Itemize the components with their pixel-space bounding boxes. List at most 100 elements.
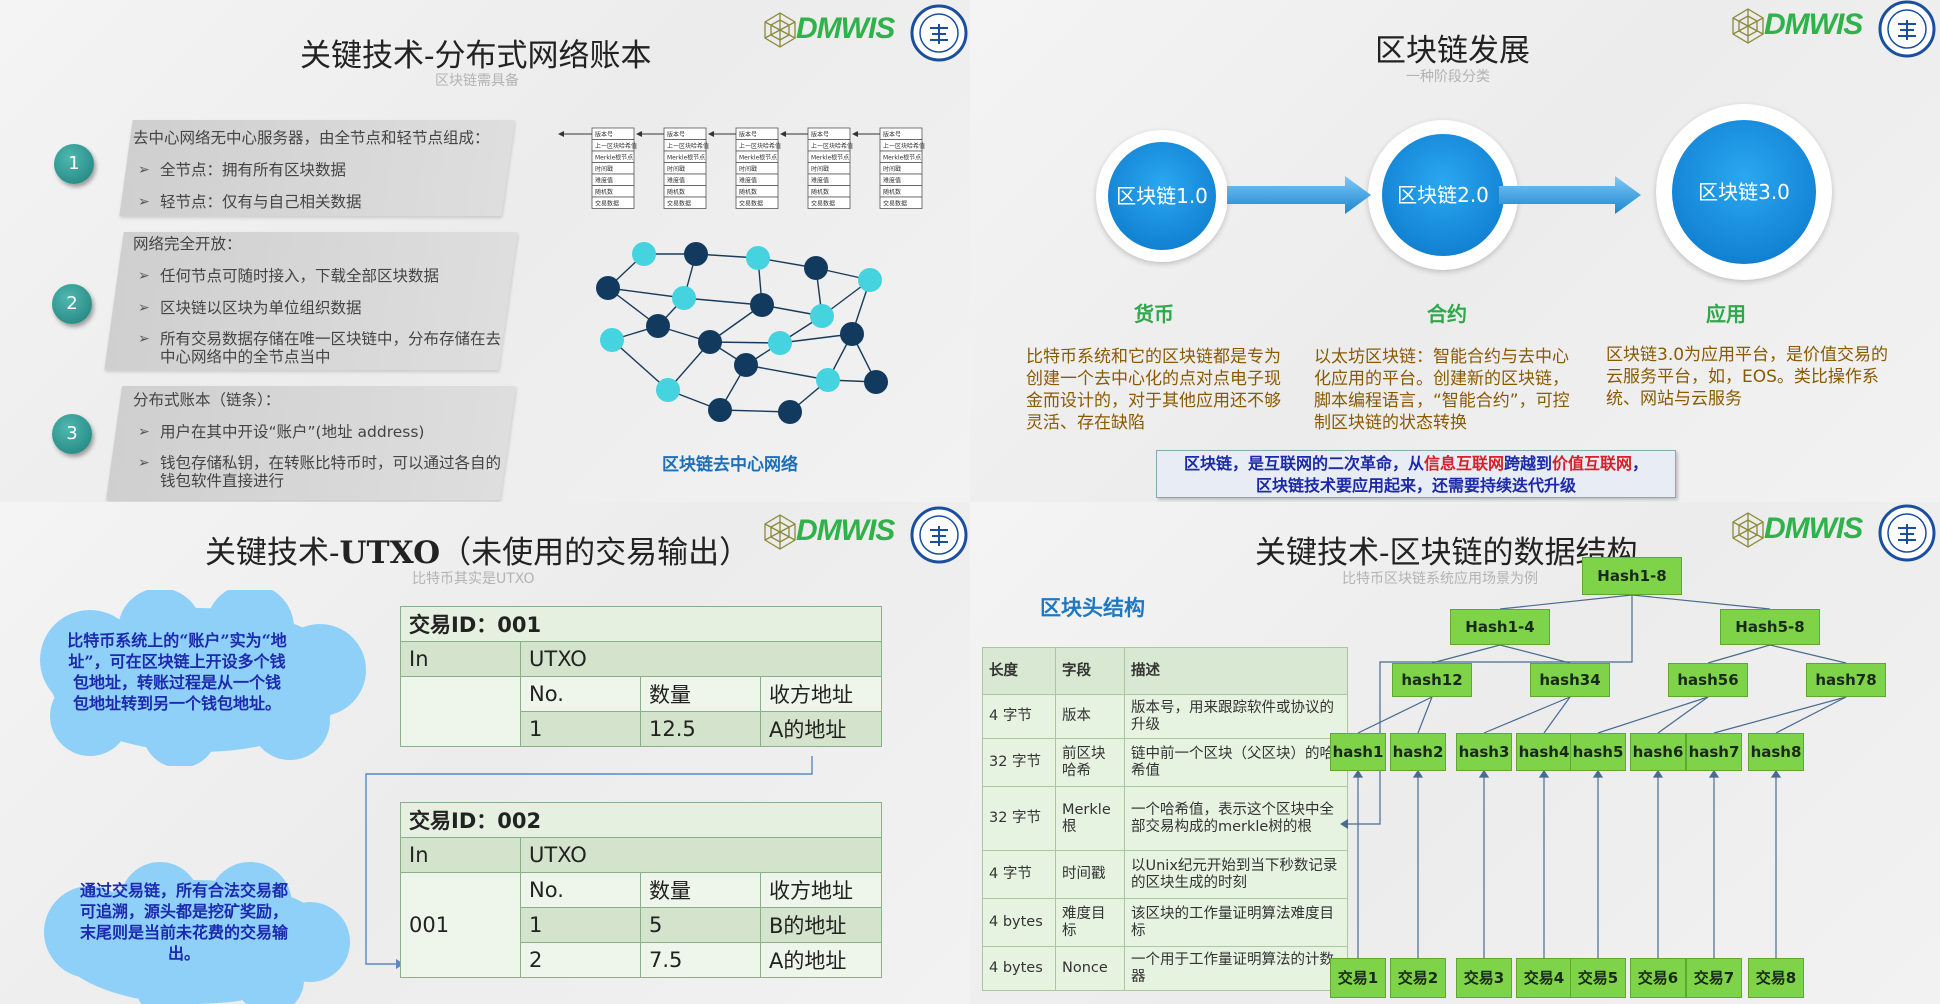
tx-in-label: In [400, 837, 521, 873]
university-seal-icon [1878, 504, 1936, 562]
info-heading-2: 网络完全开放： [133, 235, 242, 253]
network-node [750, 293, 774, 317]
stage-label-2: 合约 [1427, 302, 1467, 326]
slide-title: 区块链发展 [1375, 33, 1530, 69]
web-icon [764, 12, 796, 48]
blockchain-diagram: 版本号上一区块哈希值Merkle根节点时间戳难度值随机数交易数据版本号上一区块哈… [558, 127, 925, 209]
tx-utxo-label: UTXO [520, 837, 882, 873]
block-field-label: 难度值 [811, 177, 829, 185]
transaction-leaf: 交易6 [1630, 958, 1686, 998]
table-row: 4 字节版本版本号，用来跟踪软件或协议的升级 [982, 694, 1348, 739]
transaction-leaf: 交易4 [1516, 958, 1572, 998]
transaction-leaf: 交易5 [1570, 958, 1626, 998]
block-field-label: 版本号 [595, 131, 613, 139]
block-field-label: 随机数 [667, 188, 685, 196]
slide-title: 关键技术-区块链的数据结构 [1255, 535, 1638, 571]
network-node [840, 322, 864, 346]
tx-id: 交易ID：001 [400, 606, 882, 642]
tx-cell: 2 [520, 942, 641, 978]
slide-blockchain-development: 区块链发展 一种阶段分类 DMWIS 区块链1.0 区块链2.0 区块链3.0 … [970, 0, 1940, 502]
stage-circle-label: 区块链3.0 [1672, 120, 1816, 264]
merkle-node: hash2 [1390, 733, 1446, 771]
transaction-leaf: 交易1 [1330, 958, 1386, 998]
web-icon [1732, 8, 1764, 44]
tx-in-label: In [400, 641, 521, 677]
block-field-label: 随机数 [811, 188, 829, 196]
web-icon [1732, 512, 1764, 548]
arrow-right-icon [1499, 176, 1641, 214]
stage-circle-3: 区块链3.0 [1656, 104, 1832, 280]
table-cell: 32 字节 [982, 738, 1056, 787]
info-heading-1: 去中心网络无中心服务器，由全节点和轻节点组成： [133, 129, 490, 147]
network-node [864, 370, 888, 394]
table-cell: Nonce [1055, 946, 1125, 991]
tx-id: 交易ID：002 [400, 802, 882, 838]
table-cell: 时间戳 [1055, 850, 1125, 899]
block-field-label: Merkle根节点 [667, 154, 705, 162]
stage-desc-2: 以太坊区块链：智能合约与去中心化应用的平台。创建新的区块链，脚本编程语言，“智能… [1314, 347, 1570, 433]
block-field-label: 时间戳 [883, 165, 901, 173]
network-node [746, 246, 770, 270]
tx-cell: 7.5 [640, 942, 761, 978]
decentralized-network-diagram [596, 242, 888, 424]
merkle-node: hash34 [1530, 663, 1610, 697]
slide-title: 关键技术-分布式网络账本 [300, 38, 652, 74]
block-field-label: 难度值 [883, 177, 901, 185]
arrow-left-icon [708, 131, 714, 137]
arrow-up-icon [1478, 769, 1490, 778]
arrow-up-icon [1770, 769, 1782, 778]
banner-text: 跨越到 [1503, 454, 1552, 473]
slide-subtitle: 比特币区块链系统应用场景为例 [1342, 571, 1538, 587]
arrow-up-icon [1592, 769, 1604, 778]
tx-cell: 5 [640, 907, 761, 943]
info-bullet: 区块链以区块为单位组织数据 [138, 298, 501, 318]
arrow-up-icon [1708, 769, 1720, 778]
table-cell: Merkle根 [1055, 786, 1125, 851]
cloud-text-2: 通过交易链，所有合法交易都可追溯，源头都是挖矿奖励，末尾则是当前未花费的交易输出… [79, 881, 288, 963]
merkle-node: hash8 [1748, 733, 1804, 771]
block-field-label: 时间戳 [811, 165, 829, 173]
merkle-node: hash1 [1330, 733, 1386, 771]
table-cell: 4 字节 [982, 850, 1056, 899]
stage-circle-2: 区块链2.0 [1368, 120, 1518, 270]
merkle-node: hash3 [1456, 733, 1512, 771]
merkle-node: Hash1-4 [1450, 609, 1550, 645]
stage-desc-3: 区块链3.0为应用平台，是价值交易的云服务平台，如，EOS。类比操作系统、网站与… [1606, 345, 1889, 409]
merkle-node: hash7 [1686, 733, 1742, 771]
info-bullet: 钱包存储私钥，在转账比特币时，可以通过各自的钱包软件直接进行 [138, 454, 501, 490]
table-row: 32 字节前区块哈希链中前一个区块（父区块）的哈希值 [982, 738, 1348, 787]
web-icon [764, 514, 796, 550]
info-bullet: 轻节点：仅有与自己相关数据 [138, 192, 503, 212]
block-field-label: 上一区块哈希值 [595, 142, 637, 150]
slide-title: 关键技术-UTXO（未使用的交易输出） [205, 535, 751, 571]
slide-utxo: 关键技术-UTXO（未使用的交易输出） 比特币其实是UTXO DMWIS 比特币… [0, 502, 970, 1004]
stage-label-3: 应用 [1706, 302, 1746, 326]
cloud-shape [40, 590, 366, 766]
merkle-node: hash56 [1668, 663, 1748, 697]
banner-highlight: 信息互联网 [1423, 454, 1504, 473]
step-number-1: 1 [54, 144, 94, 184]
university-seal-icon [910, 506, 968, 564]
block-field-label: 版本号 [667, 131, 685, 139]
slide-subtitle: 比特币其实是UTXO [412, 571, 535, 587]
cloud-text-1: 比特币系统上的“账户”实为“地址”，可在区块链上开设多个钱包地址，转账过程是从一… [67, 631, 287, 713]
block-field-label: 交易数据 [739, 200, 763, 208]
banner-text: ， [1632, 454, 1649, 473]
arrow-up-icon [1412, 769, 1424, 778]
table-cell: 4 bytes [982, 946, 1056, 991]
network-node [708, 398, 732, 422]
arrow-left-icon [780, 131, 786, 137]
transaction-leaf: 交易2 [1390, 958, 1446, 998]
merkle-root-node: Hash1-8 [1582, 557, 1682, 595]
banner-highlight: 价值互联网 [1552, 454, 1633, 473]
tx-in-value: 001 [400, 872, 521, 978]
tx-col-header: 收方地址 [760, 676, 882, 712]
slide-distributed-ledger: 关键技术-分布式网络账本 区块链需具备 DMWIS 1 去中心网络无中心服务器，… [0, 0, 970, 502]
